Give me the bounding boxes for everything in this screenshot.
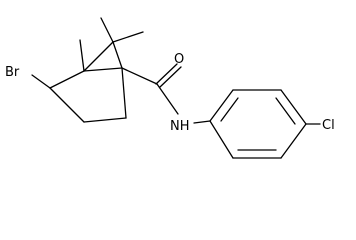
bond-c7-methyl-b [112, 31, 144, 43]
bond-c3-c2 [83, 117, 127, 123]
bond-c5-c1 [83, 67, 123, 72]
bond-c6-br [31, 74, 51, 89]
bond-c6-c2 [49, 87, 85, 123]
ring-double-bond-a [220, 97, 239, 122]
bond-carbonyl-n [156, 83, 179, 115]
bond-carbonyl-o-1 [155, 63, 178, 85]
bond-c6-c5 [49, 70, 85, 89]
bond-c7-c1 [112, 41, 123, 69]
ring-bond-6 [209, 120, 234, 159]
chlorophenyl-ring [209, 89, 321, 159]
ring-bond-1 [209, 89, 234, 122]
bond-carbonyl-o-2 [159, 66, 182, 88]
ring-double-bond-b [275, 97, 296, 125]
atom-label-chlorine: Cl [322, 118, 335, 133]
ring-bond-3 [280, 89, 307, 125]
bond-c5-methyl [79, 39, 85, 72]
bond-c7-methyl-a [100, 17, 114, 43]
atom-labels: Br O NH Cl [5, 52, 335, 134]
molecule-structure: Br O NH Cl [5, 17, 335, 159]
amide-group [121, 63, 211, 124]
bond-c1-c3 [121, 67, 127, 119]
substituents [31, 17, 144, 89]
bicyclic-cage [49, 41, 127, 123]
atom-label-nitrogen: NH [170, 119, 190, 134]
atom-label-oxygen: O [174, 52, 184, 67]
molecule-canvas: Br O NH Cl [5, 17, 335, 159]
bond-c1-carbonyl [121, 67, 158, 85]
ring-bond-4 [280, 123, 307, 159]
bond-n-aryl [193, 120, 211, 124]
atom-label-bromine: Br [5, 65, 20, 80]
bond-c5-c7 [83, 41, 114, 72]
